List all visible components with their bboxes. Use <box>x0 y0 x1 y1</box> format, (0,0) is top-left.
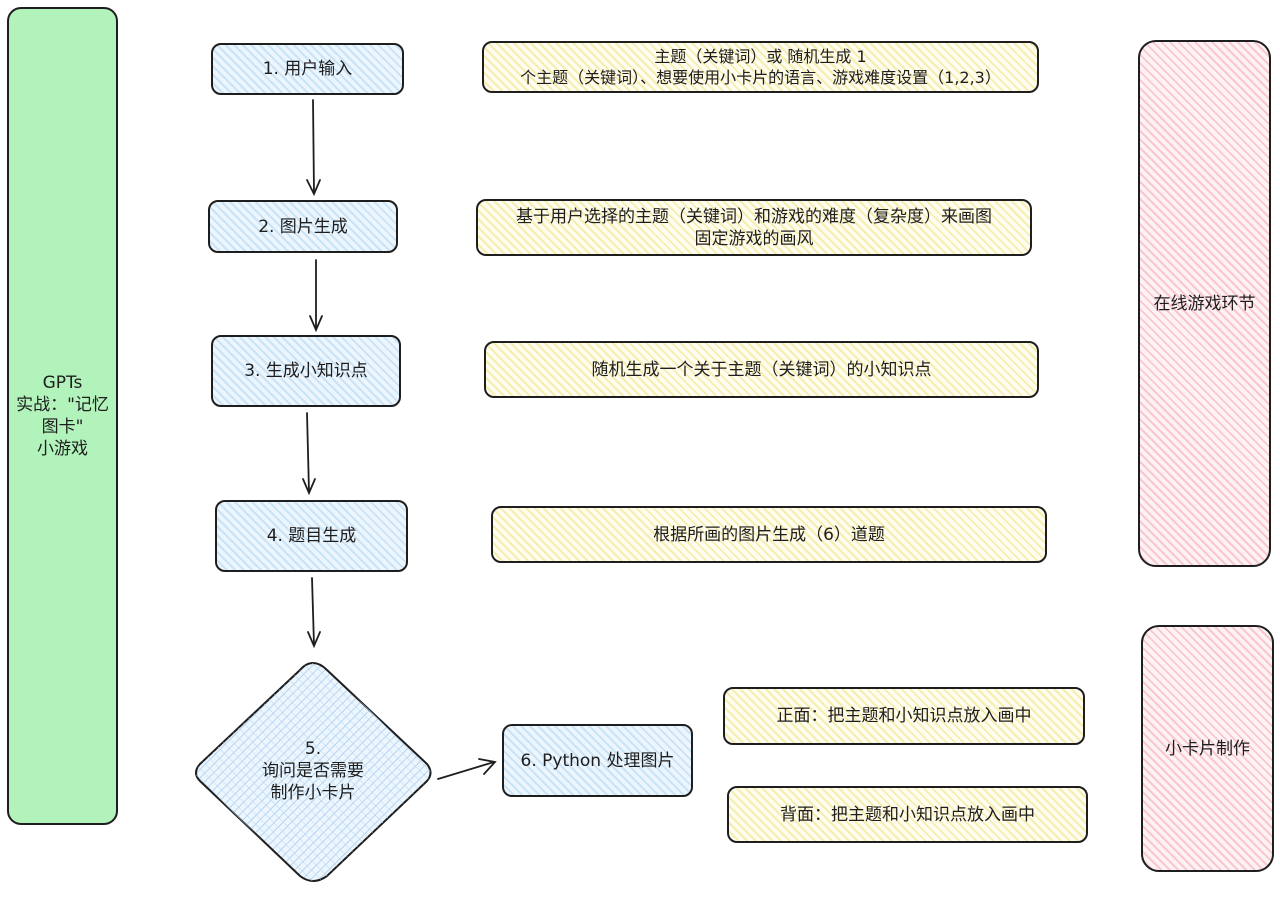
step-5-line-3: 制作小卡片 <box>270 783 356 803</box>
group-card-label: 小卡片制作 <box>1165 738 1250 759</box>
title-line-3: 图卡" <box>41 417 84 437</box>
arrow-5-to-6 <box>437 758 497 780</box>
step-5-label: 5. 询问是否需要 制作小卡片 <box>238 738 388 804</box>
step-5-decision-diamond <box>195 661 432 882</box>
step-5-line-1: 5. <box>304 739 322 759</box>
group-online-game: 在线游戏环节 <box>1138 40 1271 567</box>
group-card-making: 小卡片制作 <box>1141 625 1274 872</box>
step-2-image-generation: 2. 图片生成 <box>208 200 398 253</box>
note-knowledge-point: 随机生成一个关于主题（关键词）的小知识点 <box>484 341 1039 398</box>
note-4-label: 根据所画的图片生成（6）道题 <box>653 524 885 545</box>
step-1-label: 1. 用户输入 <box>262 59 353 79</box>
step-5-line-2: 询问是否需要 <box>262 761 364 781</box>
arrow-4-to-5 <box>307 577 321 649</box>
title-line-1: GPTs <box>42 373 83 393</box>
step-6-label: 6. Python 处理图片 <box>520 750 675 771</box>
step-6-python-processing: 6. Python 处理图片 <box>502 724 693 797</box>
step-2-label: 2. 图片生成 <box>258 216 348 237</box>
note-1-line-1: 主题（关键词）或 随机生成 1 <box>654 47 867 66</box>
note-image-generation: 基于用户选择的主题（关键词）和游戏的难度（复杂度）来画图 固定游戏的画风 <box>476 199 1032 256</box>
arrow-3-to-4 <box>302 412 316 496</box>
title-line-4: 小游戏 <box>36 439 88 459</box>
note-2-line-1: 基于用户选择的主题（关键词）和游戏的难度（复杂度）来画图 <box>516 206 992 227</box>
step-4-label: 4. 题目生成 <box>266 526 357 546</box>
note-card-front: 正面：把主题和小知识点放入画中 <box>723 687 1085 745</box>
title-panel: GPTs 实战："记忆 图卡" 小游戏 <box>7 7 118 825</box>
note-question-generation: 根据所画的图片生成（6）道题 <box>491 506 1047 563</box>
note-user-input: 主题（关键词）或 随机生成 1 个主题（关键词）、想要使用小卡片的语言、游戏难度… <box>482 41 1039 93</box>
note-back-label: 背面：把主题和小知识点放入画中 <box>780 804 1035 825</box>
note-2-line-2: 固定游戏的画风 <box>694 228 814 249</box>
step-3-knowledge-point: 3. 生成小知识点 <box>211 335 401 407</box>
note-card-back: 背面：把主题和小知识点放入画中 <box>727 786 1088 843</box>
note-front-label: 正面：把主题和小知识点放入画中 <box>776 706 1032 726</box>
step-3-label: 3. 生成小知识点 <box>244 361 368 381</box>
arrow-2-to-3 <box>309 259 323 333</box>
note-1-line-2: 个主题（关键词）、想要使用小卡片的语言、游戏难度设置（1,2,3） <box>520 68 1001 87</box>
group-online-label: 在线游戏环节 <box>1153 293 1256 314</box>
step-1-user-input: 1. 用户输入 <box>211 43 404 95</box>
step-4-question-generation: 4. 题目生成 <box>215 500 408 572</box>
note-3-label: 随机生成一个关于主题（关键词）的小知识点 <box>591 359 932 380</box>
arrow-1-to-2 <box>306 99 321 197</box>
title-line-2: 实战："记忆 <box>16 395 109 415</box>
